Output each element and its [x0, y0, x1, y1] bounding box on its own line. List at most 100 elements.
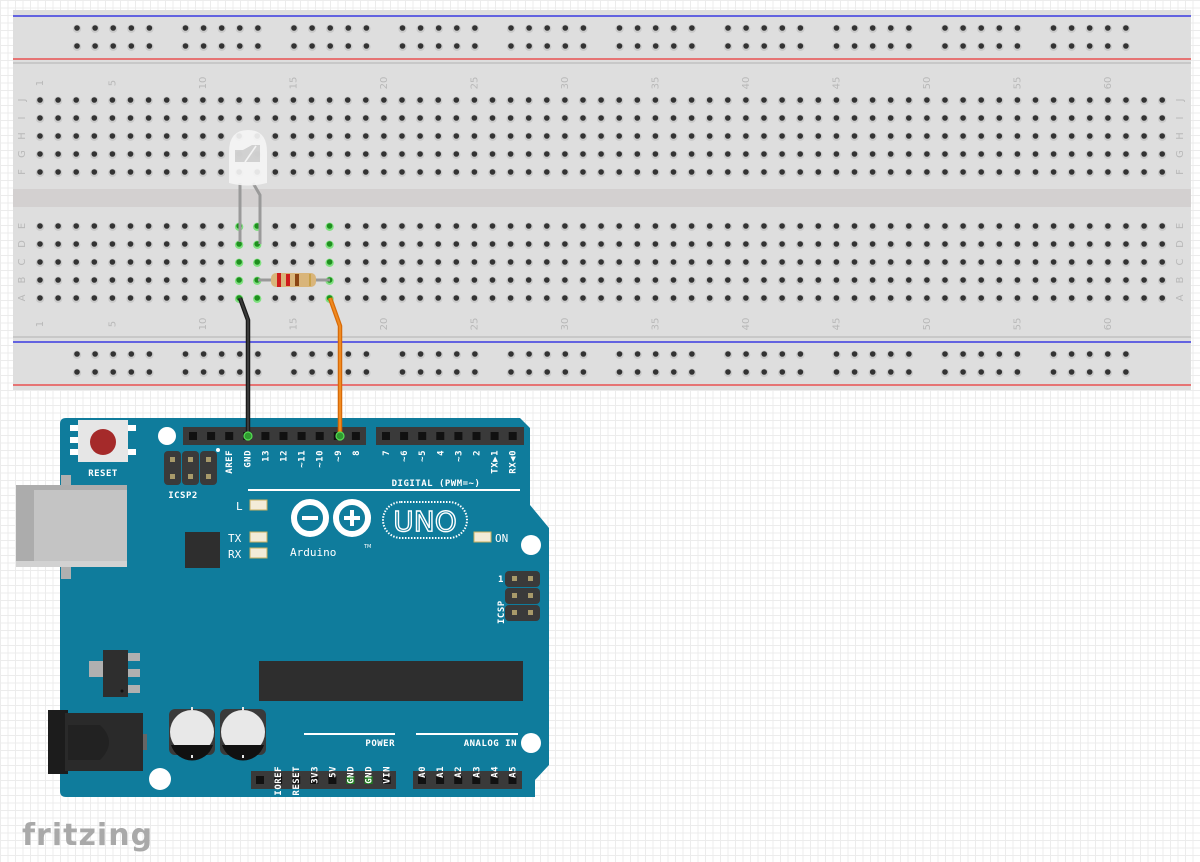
power-pin[interactable] [346, 776, 355, 784]
breadboard-hole[interactable] [452, 258, 461, 267]
breadboard-hole[interactable] [958, 150, 968, 159]
breadboard-hole[interactable] [126, 222, 135, 231]
power-rail-hole[interactable] [977, 24, 986, 33]
breadboard-hole[interactable] [1049, 258, 1058, 267]
breadboard-hole[interactable] [35, 258, 45, 267]
power-rail-hole[interactable] [940, 368, 950, 377]
power-rail-hole[interactable] [995, 350, 1004, 359]
breadboard-hole[interactable] [723, 258, 732, 267]
breadboard-hole[interactable] [850, 240, 859, 249]
power-rail-hole[interactable] [669, 42, 678, 51]
breadboard-hole[interactable] [289, 96, 298, 106]
analog-pin[interactable] [436, 776, 445, 784]
breadboard-hole[interactable] [940, 168, 950, 177]
breadboard-hole[interactable] [470, 150, 479, 159]
power-rail-hole[interactable] [561, 368, 570, 377]
breadboard-hole[interactable] [198, 168, 208, 177]
breadboard-hole[interactable] [216, 168, 226, 177]
power-rail-hole[interactable] [687, 24, 697, 33]
power-rail-hole[interactable] [506, 24, 516, 33]
breadboard-hole[interactable] [904, 168, 913, 177]
breadboard-hole[interactable] [1103, 258, 1113, 267]
breadboard-hole[interactable] [850, 114, 859, 124]
breadboard-hole[interactable] [162, 222, 171, 231]
breadboard-hole[interactable] [53, 150, 63, 159]
power-rail-hole[interactable] [235, 24, 244, 33]
breadboard-hole[interactable] [651, 168, 660, 177]
power-rail-hole[interactable] [904, 350, 914, 359]
power-rail-hole[interactable] [760, 368, 769, 377]
breadboard-hole[interactable] [126, 150, 135, 159]
digital-pin[interactable] [400, 432, 409, 440]
power-rail-hole[interactable] [868, 42, 877, 51]
breadboard-hole[interactable] [995, 168, 1004, 177]
breadboard-hole[interactable] [415, 240, 425, 249]
power-pin[interactable] [274, 776, 283, 784]
breadboard-hole[interactable] [126, 294, 135, 303]
breadboard-hole[interactable] [216, 222, 226, 231]
breadboard-hole[interactable] [216, 276, 226, 285]
breadboard-hole[interactable] [796, 294, 805, 303]
breadboard-hole[interactable] [904, 114, 913, 124]
breadboard-hole[interactable] [850, 276, 859, 285]
breadboard-hole[interactable] [759, 258, 769, 267]
breadboard-hole[interactable] [144, 294, 153, 303]
breadboard-hole[interactable] [126, 168, 135, 177]
breadboard-hole[interactable] [180, 276, 189, 285]
breadboard-hole[interactable] [144, 240, 153, 249]
breadboard-hole[interactable] [1013, 132, 1022, 141]
breadboard-hole[interactable] [958, 96, 968, 106]
breadboard-hole[interactable] [578, 294, 588, 303]
breadboard-hole[interactable] [35, 240, 45, 249]
breadboard-hole[interactable] [361, 294, 370, 303]
analog-pin[interactable] [508, 776, 517, 784]
breadboard-hole[interactable] [144, 276, 153, 285]
breadboard-hole[interactable] [977, 240, 986, 249]
breadboard-hole[interactable] [488, 222, 497, 231]
power-rail-hole[interactable] [741, 368, 751, 377]
power-rail-hole[interactable] [217, 350, 226, 359]
power-rail-hole[interactable] [561, 24, 570, 33]
breadboard-hole[interactable] [578, 96, 588, 106]
breadboard-hole[interactable] [434, 240, 443, 249]
breadboard-hole[interactable] [1013, 294, 1022, 303]
breadboard-hole[interactable] [1067, 114, 1076, 124]
breadboard-hole[interactable] [180, 294, 189, 303]
breadboard-hole[interactable] [759, 114, 769, 124]
breadboard-hole[interactable] [922, 114, 932, 124]
power-pin[interactable] [256, 776, 264, 784]
digital-pin[interactable] [261, 432, 270, 440]
power-rail-hole[interactable] [307, 350, 317, 359]
power-rail-hole[interactable] [579, 24, 588, 33]
breadboard-hole[interactable] [1121, 240, 1131, 249]
breadboard-hole[interactable] [216, 240, 226, 249]
power-rail-hole[interactable] [995, 24, 1004, 33]
breadboard-hole[interactable] [705, 132, 714, 141]
breadboard-hole[interactable] [832, 258, 841, 267]
power-rail-hole[interactable] [524, 24, 534, 33]
breadboard-hole[interactable] [615, 222, 624, 231]
breadboard-hole[interactable] [434, 294, 443, 303]
breadboard-hole[interactable] [343, 132, 352, 141]
power-rail-hole[interactable] [127, 24, 136, 33]
breadboard-hole[interactable] [977, 150, 986, 159]
breadboard-hole[interactable] [234, 96, 244, 106]
power-rail-hole[interactable] [217, 368, 226, 377]
breadboard-hole[interactable] [814, 240, 823, 249]
breadboard-hole[interactable] [506, 96, 515, 106]
digital-pin[interactable] [382, 432, 390, 440]
breadboard-hole[interactable] [1049, 294, 1058, 303]
breadboard-hole[interactable] [687, 240, 696, 249]
power-rail-hole[interactable] [344, 368, 353, 377]
power-rail-hole[interactable] [796, 368, 805, 377]
power-rail-hole[interactable] [253, 24, 263, 33]
breadboard-hole[interactable] [578, 240, 588, 249]
breadboard-hole[interactable] [1085, 258, 1095, 267]
breadboard-hole[interactable] [72, 168, 81, 177]
breadboard-hole[interactable] [977, 258, 986, 267]
breadboard-hole[interactable] [72, 240, 81, 249]
breadboard-hole[interactable] [271, 258, 280, 267]
breadboard-hole[interactable] [434, 258, 443, 267]
power-rail-hole[interactable] [1121, 350, 1131, 359]
breadboard-hole[interactable] [796, 96, 805, 106]
